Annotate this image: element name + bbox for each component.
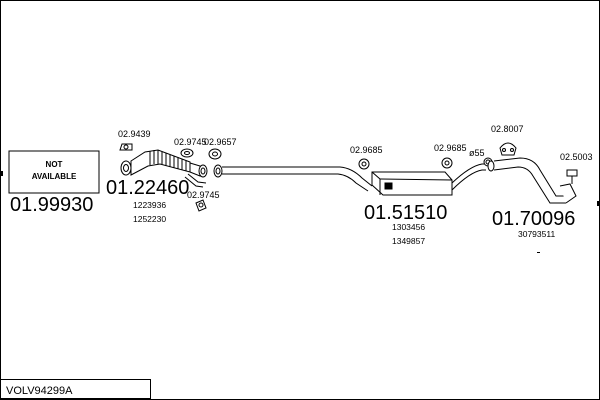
rubber-mount-icon (499, 142, 517, 156)
middle-silencer-oe-2: 1349857 (392, 236, 425, 246)
middle-silencer-drawing (213, 163, 486, 196)
front-pipe-oe-2: 1252230 (133, 214, 166, 224)
front-pipe-oe-1: 1223936 (133, 200, 166, 210)
not-available-box (8, 150, 100, 194)
fitting-label-8: 02.5003 (560, 152, 593, 162)
fitting-label-4: 02.9745 (187, 190, 220, 200)
clamp-icon (119, 143, 133, 151)
dash-mark (537, 252, 540, 253)
edge-marker-right (597, 201, 600, 206)
gasket-icon-2 (208, 148, 222, 160)
middle-silencer-number: 01.51510 (364, 202, 447, 224)
hanger-icon (358, 158, 370, 170)
assembly-number: 01.99930 (10, 194, 93, 216)
fitting-label-7: 02.8007 (491, 124, 524, 134)
fitting-label-1: 02.9439 (118, 129, 151, 139)
model-code-box (0, 379, 151, 399)
front-pipe-number: 01.22460 (106, 177, 189, 199)
bolt-icon (195, 199, 207, 212)
hanger-icon-2 (441, 157, 453, 169)
diameter-label: ø55 (469, 148, 485, 158)
not-available-line2: AVAILABLE (32, 172, 77, 181)
fitting-label-2: 02.9745 (174, 137, 207, 147)
front-pipe-drawing (120, 149, 208, 188)
fitting-label-3: 02.9657 (204, 137, 237, 147)
fitting-label-5: 02.9685 (350, 145, 383, 155)
middle-silencer-oe-1: 1303456 (392, 222, 425, 232)
rear-silencer-drawing (487, 157, 577, 204)
rear-silencer-number: 01.70096 (492, 208, 575, 230)
gasket-icon (180, 148, 194, 158)
not-available-line1: NOT (46, 160, 63, 169)
hanger-icon-3 (566, 169, 578, 184)
edge-marker-left (0, 171, 3, 176)
fitting-label-6: 02.9685 (434, 143, 467, 153)
rear-silencer-oe-1: 30793511 (518, 229, 555, 239)
model-code: VOLV94299A (6, 385, 73, 397)
